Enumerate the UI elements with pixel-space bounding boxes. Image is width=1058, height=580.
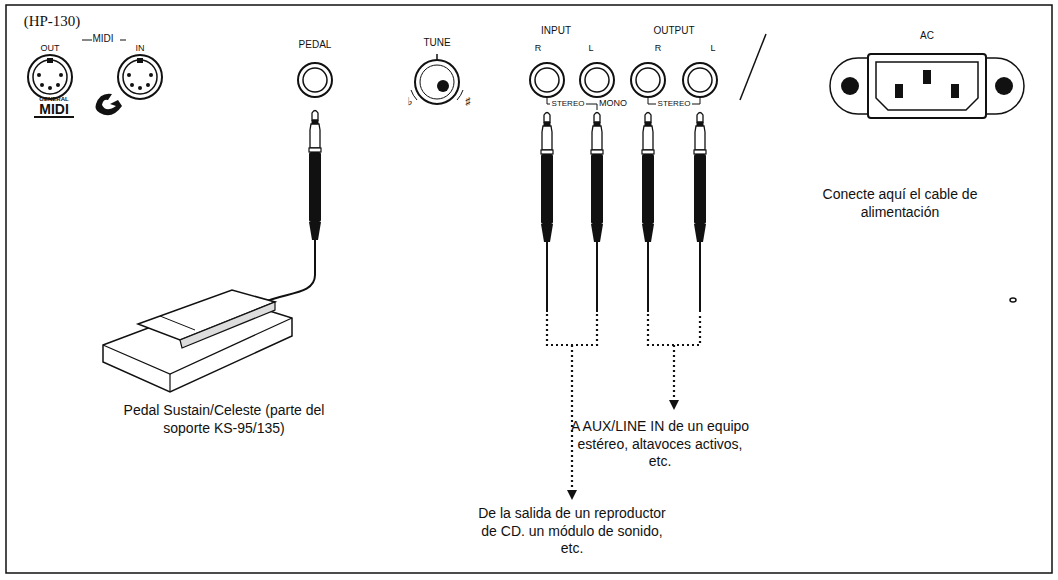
pedal-caption: Pedal Sustain/Celeste (parte del soporte…	[104, 402, 344, 437]
channel-label: R	[535, 43, 542, 54]
midi-leader	[82, 40, 92, 41]
speck	[1010, 298, 1016, 302]
input-caption: De la salida de un reproductor de CD. un…	[472, 505, 672, 558]
output-l-jack	[683, 63, 717, 97]
jack-label: OUT	[41, 43, 60, 54]
ac-pin	[895, 84, 903, 98]
ac-socket	[876, 62, 978, 110]
model-name: (HP-130)	[24, 12, 81, 31]
ac-pin	[923, 70, 931, 84]
tune-scale	[457, 90, 463, 100]
tune-knob	[415, 60, 459, 104]
signal-paths	[547, 314, 700, 492]
knob-label: TUNE	[423, 37, 450, 50]
pedal-base-edge	[169, 374, 170, 392]
output-caption: A AUX/LINE IN de un equipo estéreo, alta…	[568, 418, 753, 471]
divider-slash	[740, 34, 766, 100]
channel-label: L	[588, 43, 593, 54]
jack-label: PEDAL	[299, 39, 332, 52]
inlet-label: AC	[920, 30, 934, 43]
midi-leader	[120, 40, 126, 41]
ac-pin	[951, 84, 959, 98]
stereo-bracket	[547, 98, 597, 110]
instruction-note: Conecte aquí el cable de alimentación	[815, 186, 985, 221]
stereo-label: STEREO	[550, 99, 587, 109]
input-r-jack	[530, 63, 564, 97]
tune-center-mark	[436, 54, 438, 60]
tune-knob-ring	[420, 65, 454, 99]
flat-sign: ♭	[407, 95, 412, 109]
arrowhead	[669, 400, 679, 410]
gs-logo	[96, 94, 123, 116]
pedal-cable	[262, 275, 315, 303]
output-l-plug	[694, 113, 706, 278]
group-label: OUTPUT	[653, 25, 694, 38]
ac-screw	[995, 77, 1013, 95]
stereo-label: STEREO	[656, 99, 693, 109]
frame	[6, 5, 1052, 573]
arrowhead	[567, 490, 577, 500]
midi-in-jack	[118, 55, 162, 99]
channel-label: L	[710, 43, 715, 54]
ac-inlet	[868, 54, 986, 118]
group-label: INPUT	[541, 25, 571, 38]
group-label: MIDI	[92, 33, 113, 46]
jack-label: IN	[136, 43, 145, 54]
input-r-plug	[541, 113, 553, 278]
pedal-jack	[298, 63, 332, 97]
plug-cables	[547, 277, 700, 312]
output-r-plug	[642, 113, 654, 278]
pedal-hinge	[160, 316, 195, 330]
tune-knob-dot	[437, 80, 449, 92]
channel-label: R	[655, 43, 662, 54]
output-r-jack	[631, 63, 665, 97]
pedal-plug	[309, 111, 321, 276]
input-l-plug	[591, 113, 603, 278]
ac-screw	[841, 77, 859, 95]
pedal-plate-side	[180, 302, 275, 348]
mono-label: MONO	[599, 98, 627, 109]
input-l-jack	[580, 63, 614, 97]
ac-flange	[830, 58, 1024, 114]
midi-out-jack	[28, 55, 72, 99]
sharp-sign: ♯	[465, 95, 471, 109]
logo-text: MIDI	[39, 101, 69, 119]
